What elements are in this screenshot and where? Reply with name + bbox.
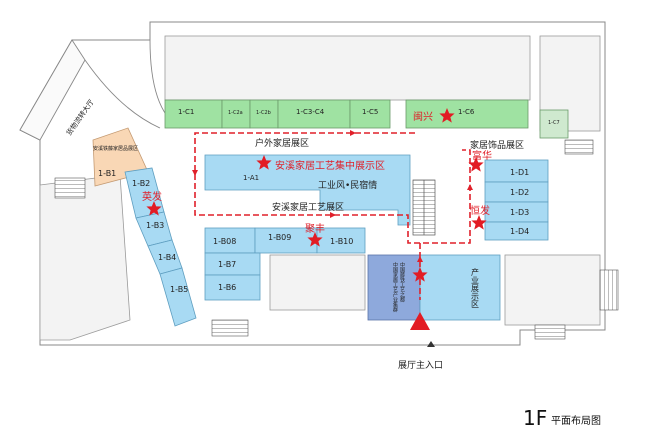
zone-label-home-decor: 家居饰品展区 xyxy=(470,139,524,151)
zone-label-vertical-1: 中国家居工艺产业集群 xyxy=(392,261,398,313)
booth-label: 1-C1 xyxy=(178,108,194,116)
page-title-subtitle: 平面布局图 xyxy=(551,415,601,427)
zone-label-industry: 产业展示区 xyxy=(471,267,480,308)
zone-label-outdoor: 户外家居展区 xyxy=(255,137,309,149)
booth-label: 1-D2 xyxy=(510,188,529,197)
booth-label: 1-B10 xyxy=(330,237,353,246)
booth-label: 1-D3 xyxy=(510,208,529,217)
booth-label: 1-B08 xyxy=(213,237,236,246)
zone-label-anxi-craft: 安溪家居工艺展区 xyxy=(272,201,344,213)
brand-label-fuhua: 富华 xyxy=(472,149,492,162)
booth-label: 1-D4 xyxy=(510,227,529,236)
page-title-floor: 1F xyxy=(523,406,547,430)
booths-c xyxy=(164,99,569,139)
stairs-icon xyxy=(564,139,594,155)
booth-label: 1-C2a xyxy=(228,110,243,116)
service-areas xyxy=(39,35,601,341)
booth-label: 1-B3 xyxy=(146,221,164,230)
booth-label: 1-A1 xyxy=(243,174,259,182)
booth-label: 1-B09 xyxy=(268,233,291,242)
booth-label: 1-B6 xyxy=(218,283,236,292)
zone-label-industrial: 工业风•民宿情 xyxy=(318,179,377,191)
industry-zone-right xyxy=(419,254,501,321)
booth-label: 1-C6 xyxy=(458,108,475,116)
booths-b-center xyxy=(204,227,366,301)
booth-label: 1-B2 xyxy=(132,179,150,188)
zone-label-iron-vine: 安溪铁藤家居品展区 xyxy=(93,145,138,152)
booth-label: 1-D1 xyxy=(510,168,529,177)
entrance-pointer-icon xyxy=(427,341,435,347)
zone-label-anxi-display: 安溪家居工艺集中展示区 xyxy=(275,159,385,172)
brand-label-minxing: 闽兴 xyxy=(413,110,433,123)
stairs-icon xyxy=(534,324,566,340)
escalator-icon xyxy=(412,179,436,236)
booth-label: 1-B7 xyxy=(218,260,236,269)
booth-label: 1-C7 xyxy=(548,120,560,126)
brand-label-yingfa: 英发 xyxy=(142,190,162,203)
brand-label-jufeng: 聚丰 xyxy=(305,222,325,235)
route-arrows xyxy=(192,130,473,262)
booth-label: 1-B4 xyxy=(158,253,176,262)
brand-label-hengfa: 恒发 xyxy=(470,204,490,217)
entrance-arrow-icon[interactable] xyxy=(410,312,430,330)
zone-label-vertical-2: 中国藤铁工艺之都 xyxy=(399,261,405,303)
booths-d xyxy=(484,159,549,241)
booth-label: 1-B1 xyxy=(98,169,116,178)
booth-label: 1-B5 xyxy=(170,285,188,294)
stairs-icon xyxy=(599,269,619,311)
entrance-label: 展厅主入口 xyxy=(398,359,443,371)
booth-label: 1-C5 xyxy=(362,108,378,116)
stairs-icon xyxy=(211,319,249,337)
stairs-icon xyxy=(54,177,86,199)
booth-label: 1-C3-C4 xyxy=(296,108,325,116)
booth-label: 1-C2b xyxy=(256,110,271,116)
booth-a1 xyxy=(204,154,411,226)
